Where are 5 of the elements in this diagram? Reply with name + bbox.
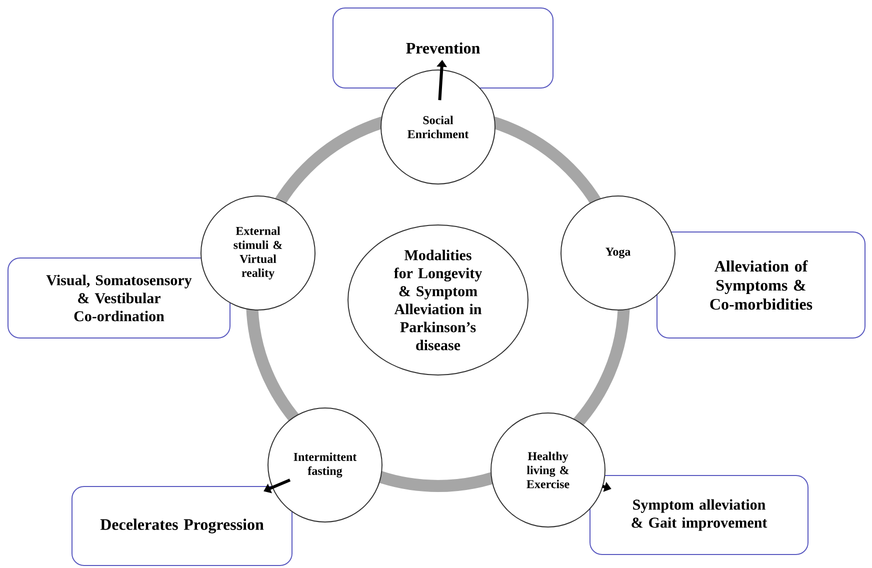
outcome-box: Decelerates Progression [72, 486, 292, 566]
outcome-box: Symptom alleviation & Gait improvement [590, 475, 808, 555]
outcome-box: Visual, Somatosensory & Vestibular Co-ordination [8, 258, 230, 338]
outcome-box: Alleviation of Symptoms & Co-morbidities [656, 232, 866, 338]
outcome-box: Prevention [332, 8, 554, 88]
